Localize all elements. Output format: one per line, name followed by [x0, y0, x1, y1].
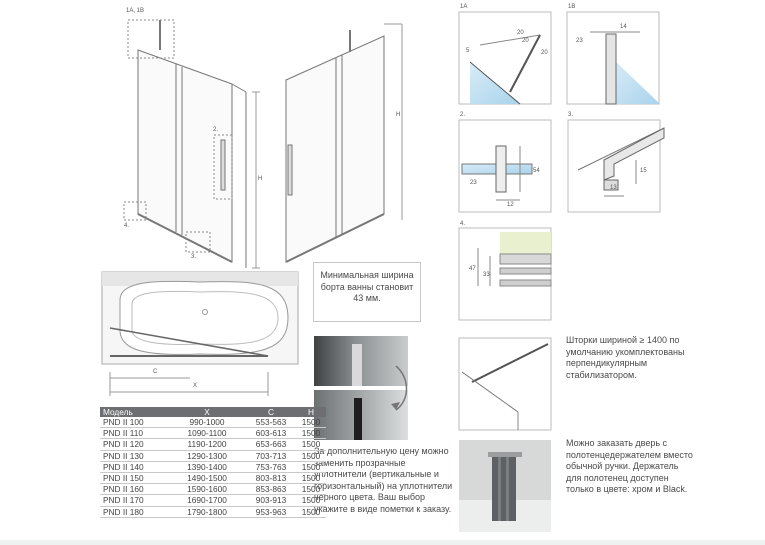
detail-2-label: 2. — [460, 112, 466, 118]
callout-3: 3. — [191, 254, 197, 260]
cell-c: 703-713 — [246, 450, 296, 462]
dim-h-right: H — [396, 112, 401, 118]
detail-4-dim-1: 47 — [469, 266, 476, 272]
detail-2-dim-2: 54 — [533, 168, 540, 174]
cell-h: 1500 — [296, 483, 326, 496]
detail-1b-dim-2: 14 — [620, 24, 627, 30]
detail-1a-dim-2: 5 — [466, 48, 470, 54]
callout-2: 2. — [213, 127, 219, 133]
cell-h: 1500 — [296, 438, 326, 451]
cell-x: 1690-1700 — [168, 494, 246, 507]
detail-2-dim-3: 12 — [507, 202, 514, 208]
cell-x: 1390-1400 — [168, 461, 246, 473]
cell-model: PND II 100 — [100, 417, 168, 429]
min-width-note-box: Минимальная ширина борта ванны становит … — [313, 262, 421, 322]
cell-h: 1500 — [296, 472, 326, 485]
seals-note: За дополнительную цену можно заменить пр… — [314, 446, 453, 514]
dim-c: C — [153, 369, 158, 375]
bottom-strip — [0, 540, 765, 545]
dim-x: X — [193, 383, 198, 389]
seal-photos — [314, 336, 408, 440]
cell-h: 1500 — [296, 494, 326, 507]
cell-x: 1090-1100 — [168, 427, 246, 440]
cell-model: PND II 110 — [100, 427, 168, 440]
dim-h-left: H — [258, 176, 263, 182]
cell-c: 903-913 — [246, 494, 296, 507]
cell-h: 1500 — [296, 450, 326, 462]
detail-3-dim-2: 15 — [640, 168, 647, 174]
shower-panel-left-view — [123, 19, 260, 269]
cell-model: PND II 170 — [100, 494, 168, 507]
cell-c: 603-613 — [246, 427, 296, 440]
cell-model: PND II 120 — [100, 438, 168, 451]
callout-1ab: 1A, 1B — [126, 8, 145, 14]
header-h: H — [296, 407, 326, 417]
cell-x: 1490-1500 — [168, 472, 246, 485]
cell-h: 1500 — [296, 427, 326, 440]
cell-model: PND II 180 — [100, 506, 168, 518]
cell-c: 653-663 — [246, 438, 296, 451]
detail-4 — [458, 227, 552, 321]
detail-1a — [458, 11, 552, 105]
cell-c: 853-863 — [246, 483, 296, 496]
detail-3-label: 3. — [568, 112, 574, 118]
detail-1a-dim-3: 20 — [522, 38, 529, 44]
header-c: C — [246, 407, 296, 417]
header-x: X — [168, 407, 246, 417]
cell-c: 753-763 — [246, 461, 296, 473]
cell-model: PND II 130 — [100, 450, 168, 462]
cell-h: 1500 — [296, 461, 326, 473]
detail-1a-label: 1A — [460, 4, 468, 10]
cell-model: PND II 150 — [100, 472, 168, 485]
bathtub-top-view — [101, 271, 299, 396]
cell-x: 1590-1600 — [168, 483, 246, 496]
detail-3-dim-1: 13 — [610, 185, 617, 191]
cell-h: 1500 — [296, 417, 326, 429]
detail-2-dim-1: 23 — [470, 180, 477, 186]
detail-3 — [567, 119, 665, 213]
cell-c: 803-813 — [246, 472, 296, 485]
detail-1b-dim-1: 23 — [576, 38, 583, 44]
stabilizer-note: Шторки шириной ≥ 1400 по умолчанию укомп… — [566, 335, 685, 380]
cell-x: 990-1000 — [168, 417, 246, 429]
header-model: Модель — [100, 407, 168, 417]
min-width-note: Минимальная ширина борта ванны становит … — [320, 270, 414, 303]
cell-x: 1190-1200 — [168, 438, 246, 451]
cell-x: 1790-1800 — [168, 506, 246, 518]
stabilizer-detail — [458, 337, 552, 431]
cell-c: 553-563 — [246, 417, 296, 429]
towel-holder-note: Можно заказать дверь с полотенцедержател… — [566, 438, 693, 494]
detail-1b — [566, 11, 660, 105]
cell-h: 1500 — [296, 506, 326, 518]
callout-4: 4. — [124, 223, 130, 229]
detail-1b-label: 1B — [568, 4, 576, 10]
detail-4-label: 4. — [460, 221, 466, 227]
cell-x: 1290-1300 — [168, 450, 246, 462]
detail-1a-dim-4: 20 — [541, 50, 548, 56]
detail-1a-dim-1: 20 — [517, 30, 524, 36]
detail-2 — [458, 119, 552, 213]
shower-panel-right-view — [285, 23, 403, 263]
towel-holder-photo — [459, 440, 551, 532]
cell-c: 953-963 — [246, 506, 296, 518]
cell-model: PND II 140 — [100, 461, 168, 473]
table-header-row: Модель X C H — [100, 407, 326, 417]
detail-4-dim-2: 33 — [483, 272, 490, 278]
cell-model: PND II 160 — [100, 483, 168, 496]
